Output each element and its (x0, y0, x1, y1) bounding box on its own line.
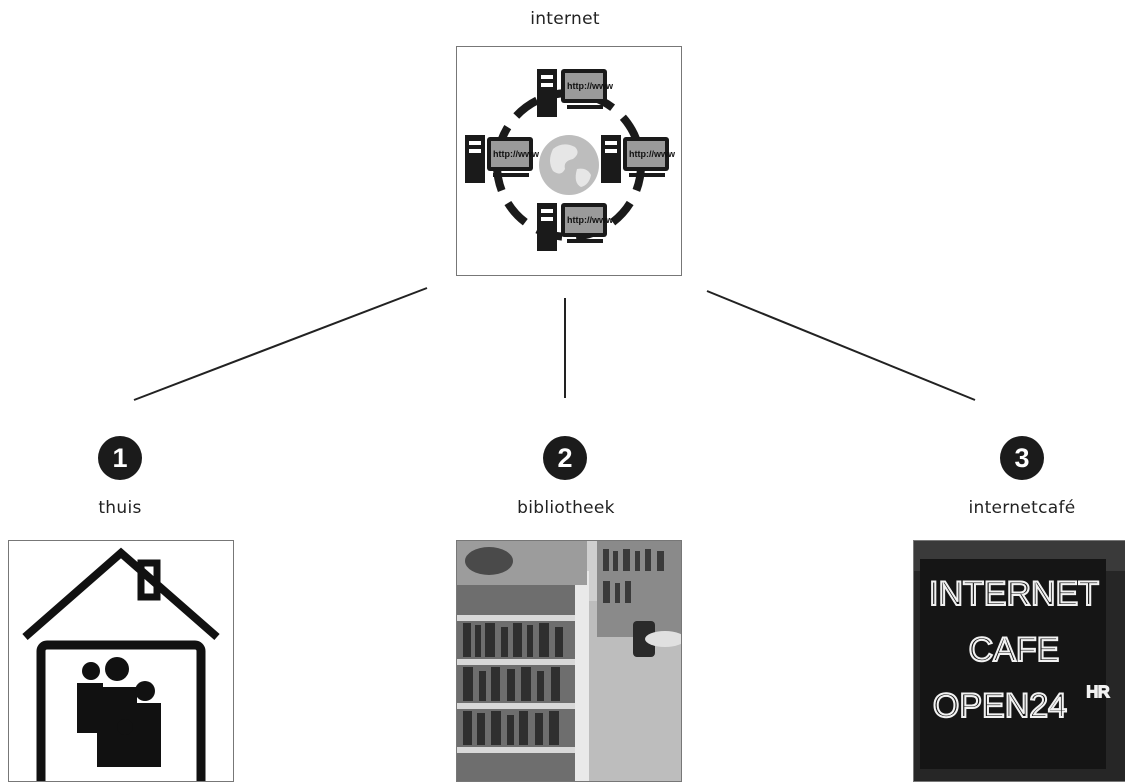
home-image (8, 540, 234, 782)
house-icon (22, 547, 220, 781)
computer-icon-left: http://www (465, 135, 540, 183)
internetcafe-label: internetcafé (968, 498, 1076, 518)
internet-label: internet (530, 9, 600, 29)
neon-sign: INTERNET CAFE OPEN24 HR (928, 574, 1111, 726)
number-badge-2: 2 (543, 436, 587, 480)
svg-text:HR: HR (1086, 684, 1109, 701)
computer-icon-right: http://www (601, 135, 676, 183)
bibliotheek-label: bibliotheek (517, 498, 615, 518)
svg-text:INTERNET: INTERNET (929, 575, 1099, 613)
svg-text:http://www: http://www (493, 149, 540, 159)
number-badge-1: 1 (98, 436, 142, 480)
svg-text:CAFE: CAFE (969, 631, 1060, 669)
globe-icon (539, 135, 599, 195)
computer-icon-top: http://www (537, 69, 614, 117)
number-badge-3: 3 (1000, 436, 1044, 480)
svg-text:http://www: http://www (567, 215, 614, 225)
svg-text:http://www: http://www (567, 81, 614, 91)
thuis-label: thuis (98, 498, 142, 518)
family-silhouette-icon (77, 657, 161, 767)
svg-text:http://www: http://www (629, 149, 676, 159)
computer-icon-bottom: http://www (537, 203, 614, 251)
internet-cafe-sign-image: INTERNET CAFE OPEN24 HR (913, 540, 1125, 782)
library-image (456, 540, 682, 782)
svg-text:OPEN24: OPEN24 (933, 687, 1067, 725)
internet-network-image: http://www http://www http://www (456, 46, 682, 276)
connector-line-3 (706, 290, 976, 401)
connector-line-1 (133, 287, 428, 401)
